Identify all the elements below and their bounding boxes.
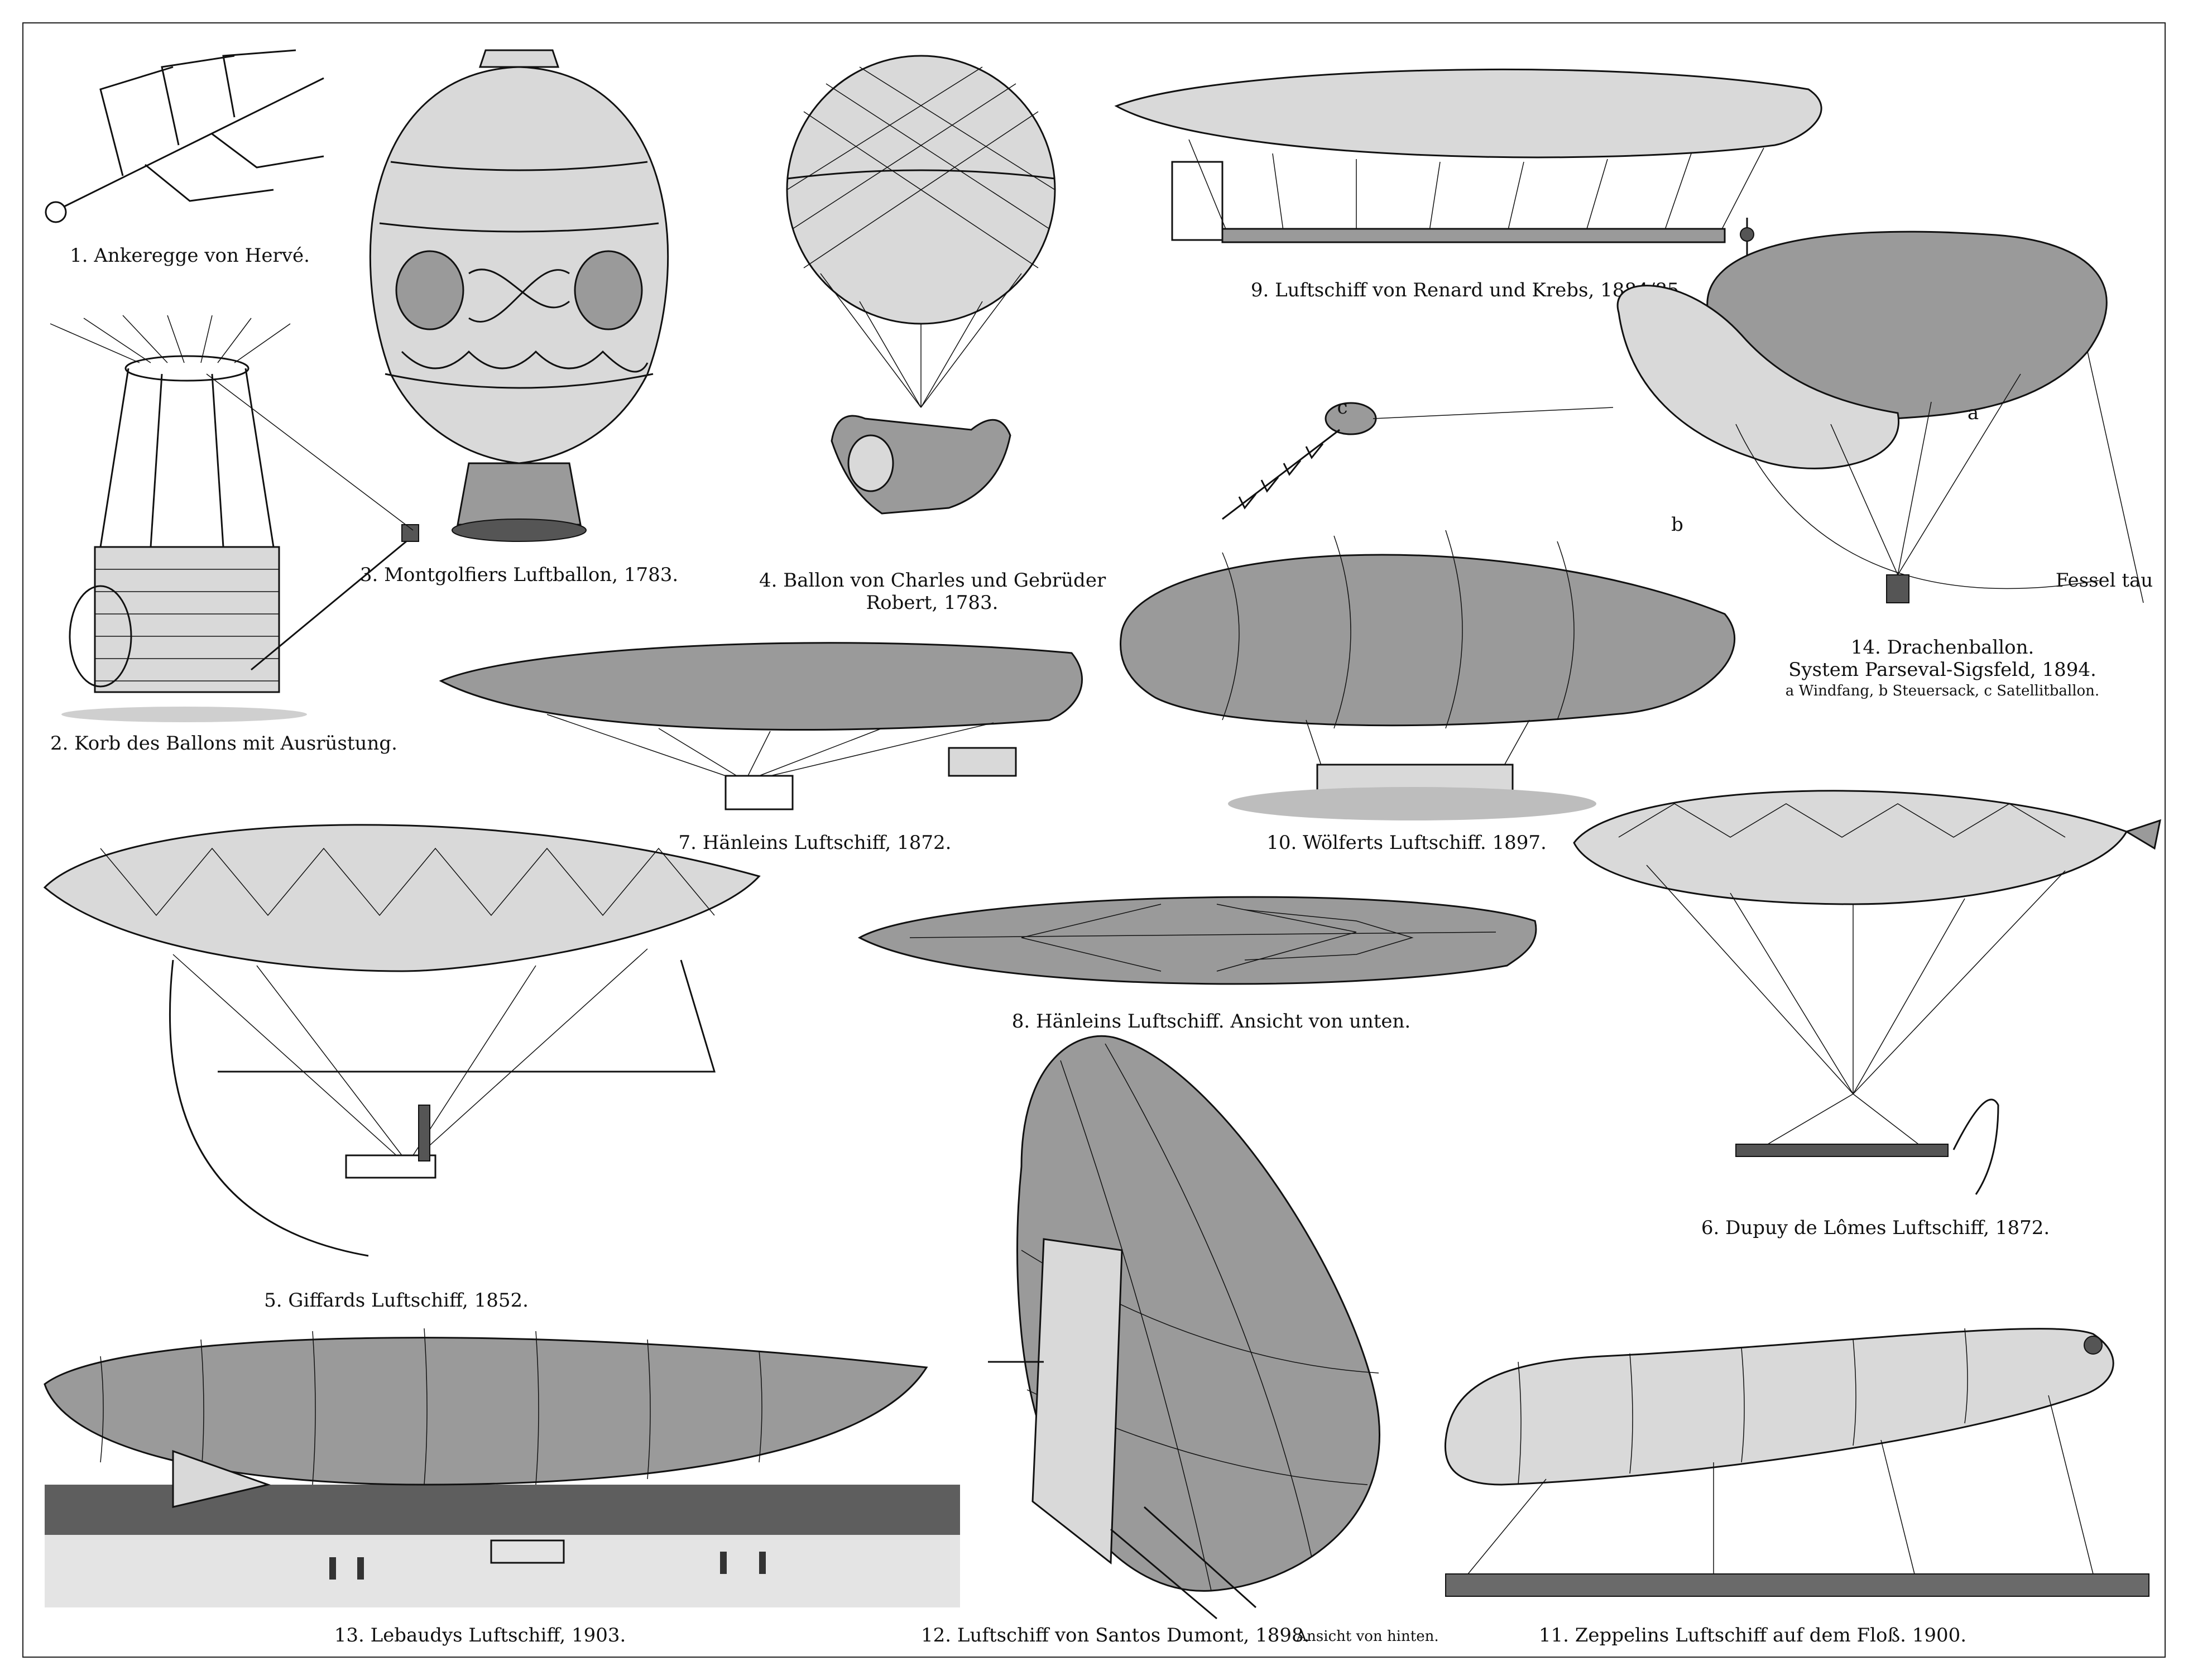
caption-9: 9. Luftschiff von Renard und Krebs, 1884… xyxy=(1250,279,1686,301)
caption-4a: 4. Ballon von Charles und Gebrüder xyxy=(759,569,1106,592)
zeppelin-illustration xyxy=(1434,1300,2171,1624)
giffard-illustration xyxy=(33,793,770,1295)
caption-14a: 14. Drachenballon. xyxy=(1850,636,2035,659)
label-14-a: a xyxy=(1967,402,1979,424)
caption-14b: System Parseval-Sigsfeld, 1894. xyxy=(1788,659,2096,681)
haenlein-bottom-illustration xyxy=(854,871,1541,1005)
satellitballon-illustration xyxy=(1211,391,1613,536)
santos-dumont-illustration xyxy=(977,1027,1434,1624)
charles-balloon-illustration xyxy=(737,50,1094,564)
caption-14c: a Windfang, b Steuersack, c Satellitball… xyxy=(1785,683,2100,699)
caption-12: 12. Luftschiff von Santos Dumont, 1898. xyxy=(921,1624,1310,1647)
label-14-b: b xyxy=(1671,513,1683,536)
caption-1: 1. Ankeregge von Hervé. xyxy=(70,244,310,267)
montgolfier-illustration xyxy=(357,39,681,558)
renard-krebs-illustration xyxy=(1105,50,1831,273)
haenlein-illustration xyxy=(435,614,1088,837)
label-fesseltau: Fessel tau xyxy=(2055,569,2153,592)
label-14-c: c xyxy=(1337,396,1348,419)
caption-13: 13. Lebaudys Luftschiff, 1903. xyxy=(334,1624,626,1647)
caption-10: 10. Wölferts Luftschiff. 1897. xyxy=(1266,832,1547,854)
caption-11: 11. Zeppelins Luftschiff auf dem Floß. 1… xyxy=(1538,1624,1967,1647)
caption-7: 7. Hänleins Luftschiff, 1872. xyxy=(678,832,952,854)
ankeregge-illustration xyxy=(33,45,346,234)
woelfert-illustration xyxy=(1111,519,1741,832)
caption-4b: Robert, 1783. xyxy=(866,592,999,614)
dupuy-de-lome-illustration xyxy=(1563,759,2166,1217)
caption-3: 3. Montgolfiers Luftballon, 1783. xyxy=(359,564,679,586)
caption-2: 2. Korb des Ballons mit Ausrüstung. xyxy=(50,732,397,755)
caption-5: 5. Giffards Luftschiff, 1852. xyxy=(264,1289,529,1312)
lebaudy-illustration xyxy=(33,1317,971,1619)
caption-8: 8. Hänleins Luftschiff. Ansicht von unte… xyxy=(1011,1010,1411,1033)
korb-illustration xyxy=(39,313,430,726)
caption-12b: Ansicht von hinten. xyxy=(1296,1628,1439,1645)
caption-6: 6. Dupuy de Lômes Luftschiff, 1872. xyxy=(1701,1217,2050,1239)
drachenballon-illustration xyxy=(1596,190,2166,625)
plate-border xyxy=(22,22,2166,1658)
